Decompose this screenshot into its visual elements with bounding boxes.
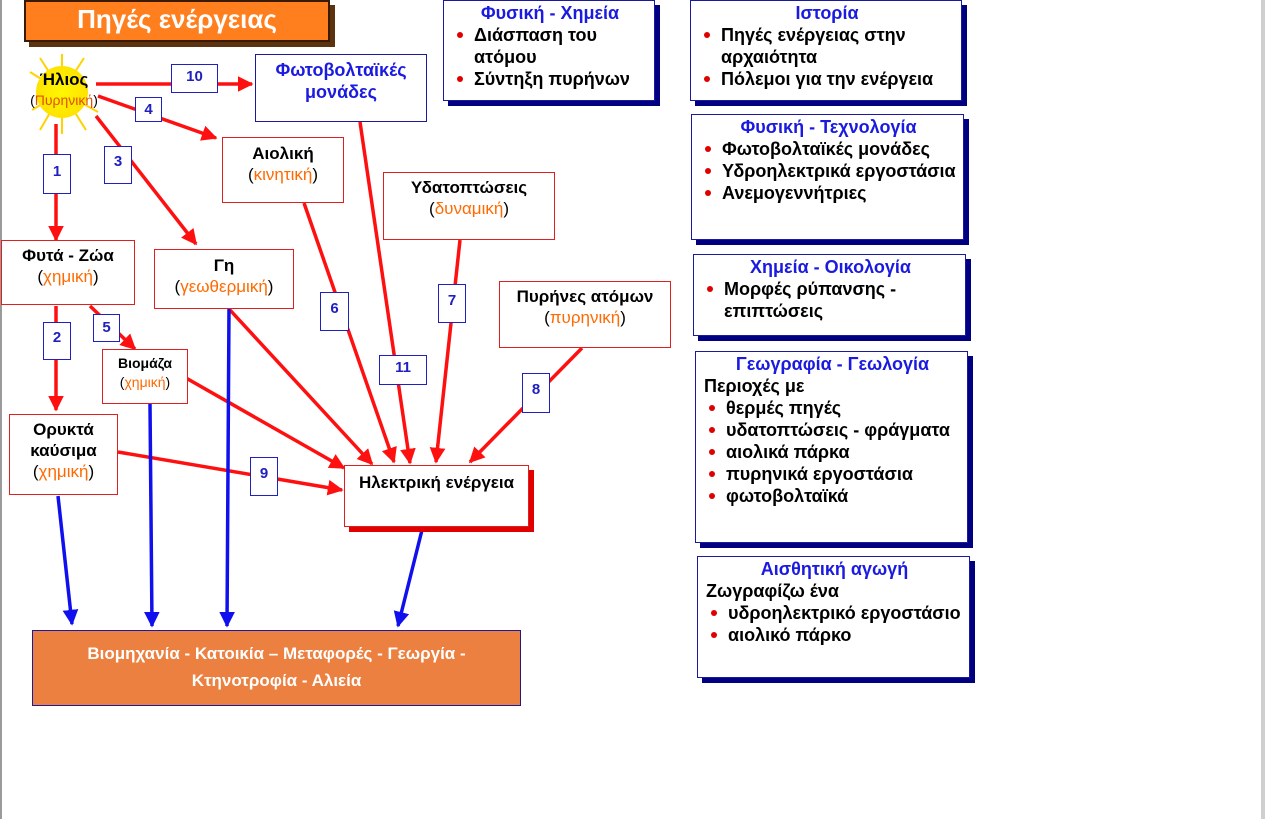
panel-chemistry-ecology: Χημεία - Οικολογία Μορφές ρύπανσης - επι… <box>693 254 966 336</box>
step-number-3: 3 <box>104 146 132 184</box>
panel-list: Μορφές ρύπανσης - επιπτώσεις <box>702 278 959 322</box>
list-item: Μορφές ρύπανσης - επιπτώσεις <box>702 278 959 322</box>
panel-history: Ιστορία Πηγές ενέργειας στην αρχαιότητα … <box>690 0 962 101</box>
panel-aesthetic-education: Αισθητική αγωγή Ζωγραφίζω ένα υδροηλεκτρ… <box>697 556 970 678</box>
arrow-wind-electric <box>302 202 397 464</box>
list-item: υδατοπτώσεις - φράγματα <box>704 419 961 441</box>
biomass-energy-type: (χημική) <box>119 374 171 390</box>
biomass-node: Βιομάζα (χημική) <box>102 349 188 404</box>
arrow-biomass-electric <box>185 376 346 470</box>
fossil-fuels-node: Ορυκτά καύσιμα (χημική) <box>9 414 118 495</box>
wind-name: Αιολική <box>252 144 314 163</box>
step-number-5: 5 <box>93 314 120 342</box>
list-item: Υδροηλεκτρικά εργοστάσια <box>700 160 957 182</box>
fossil-energy-type: (χημική) <box>32 462 95 481</box>
plants-animals-node: Φυτά - Ζώα (χημική) <box>1 240 135 305</box>
photovoltaic-node: Φωτοβολταϊκές μονάδες <box>255 54 427 122</box>
panel-list: Φωτοβολταϊκές μονάδες Υδροηλεκτρικά εργο… <box>700 138 957 204</box>
right-scrollbar-edge <box>1261 0 1265 819</box>
arrow-earth-usage <box>219 307 235 628</box>
energy-usage-box: Βιομηχανία - Κατοικία – Μεταφορές - Γεωρ… <box>32 630 521 706</box>
arrow-photovoltaic-electric <box>358 121 416 465</box>
step-number-7: 7 <box>438 284 466 323</box>
nuclei-node: Πυρήνες ατόμων (πυρηνική) <box>499 281 671 348</box>
fossil-name: Ορυκτά καύσιμα <box>30 420 97 460</box>
arrow-biomass-usage <box>143 403 160 628</box>
panel-title: Ιστορία <box>795 3 859 23</box>
panel-title: Χημεία - Οικολογία <box>750 257 911 277</box>
panel-physics-technology: Φυσική - Τεχνολογία Φωτοβολταϊκές μονάδε… <box>691 114 964 240</box>
arrow-fossil-electric <box>117 450 344 496</box>
earth-energy-type: (γεωθερμική) <box>174 277 274 296</box>
list-item: Πόλεμοι για την ενέργεια <box>699 68 955 90</box>
biomass-name: Βιομάζα <box>118 355 172 371</box>
arrow-fossil-usage <box>56 495 79 626</box>
panel-list: Διάσπαση του ατόμου Σύντηξη πυρήνων <box>452 24 648 90</box>
blue-arrows <box>56 307 424 628</box>
earth-node: Γη (γεωθερμική) <box>154 249 294 309</box>
plants-name: Φυτά - Ζώα <box>22 246 114 265</box>
electric-energy-node: Ηλεκτρική ενέργεια <box>344 465 529 527</box>
list-item: αιολικά πάρκα <box>704 441 961 463</box>
arrow-electric-usage <box>393 529 424 628</box>
panel-physics-chemistry: Φυσική - Χημεία Διάσπαση του ατόμου Σύντ… <box>443 0 655 101</box>
step-number-10: 10 <box>171 64 218 93</box>
waterfalls-name: Υδατοπτώσεις <box>410 178 528 197</box>
panel-list: θερμές πηγές υδατοπτώσεις - φράγματα αιο… <box>704 397 961 507</box>
page-title: Πηγές ενέργειας <box>24 0 330 42</box>
panel-intro: Περιοχές με <box>704 376 805 396</box>
nuclei-name: Πυρήνες ατόμων <box>516 287 654 306</box>
waterfalls-energy-type: (δυναμική) <box>429 199 509 218</box>
list-item: Ανεμογεννήτριες <box>700 182 957 204</box>
plants-energy-type: (χημική) <box>37 267 99 286</box>
sun-node: Ήλιος (Πυρηνική) <box>22 70 106 110</box>
step-number-2: 2 <box>43 322 71 360</box>
sun-icon <box>36 66 88 118</box>
nuclei-energy-type: (πυρηνική) <box>544 308 626 327</box>
panel-geography-geology: Γεωγραφία - Γεωλογία Περιοχές με θερμές … <box>695 351 968 543</box>
wind-energy-type: (κινητική) <box>247 165 319 184</box>
arrow-earth-electric <box>228 308 374 466</box>
list-item: Πηγές ενέργειας στην αρχαιότητα <box>699 24 955 68</box>
step-number-8: 8 <box>522 373 550 413</box>
panel-title: Γεωγραφία - Γεωλογία <box>735 354 930 374</box>
list-item: θερμές πηγές <box>704 397 961 419</box>
step-number-9: 9 <box>250 457 278 496</box>
list-item: Διάσπαση του ατόμου <box>452 24 648 68</box>
list-item: αιολικό πάρκο <box>706 624 963 646</box>
list-item: πυρηνικά εργοστάσια <box>704 463 961 485</box>
step-number-1: 1 <box>43 154 71 194</box>
earth-name: Γη <box>213 256 235 275</box>
panel-title: Φυσική - Τεχνολογία <box>740 117 917 137</box>
panel-list: Πηγές ενέργειας στην αρχαιότητα Πόλεμοι … <box>699 24 955 90</box>
list-item: φωτοβολταϊκά <box>704 485 961 507</box>
panel-list: υδροηλεκτρικό εργοστάσιο αιολικό πάρκο <box>706 602 963 646</box>
sun-energy-type: (Πυρηνική) <box>30 92 98 108</box>
arrow-waterfalls-electric <box>429 239 462 464</box>
list-item: Φωτοβολταϊκές μονάδες <box>700 138 957 160</box>
list-item: υδροηλεκτρικό εργοστάσιο <box>706 602 963 624</box>
arrow-sun-earth <box>94 114 198 246</box>
list-item: Σύντηξη πυρήνων <box>452 68 648 90</box>
step-number-11: 11 <box>379 355 427 385</box>
waterfalls-node: Υδατοπτώσεις (δυναμική) <box>383 172 555 240</box>
panel-intro: Ζωγραφίζω ένα <box>706 581 839 601</box>
step-number-6: 6 <box>320 292 349 331</box>
step-number-4: 4 <box>135 97 162 122</box>
wind-node: Αιολική (κινητική) <box>222 137 344 203</box>
panel-title: Φυσική - Χημεία <box>480 3 620 23</box>
sun-name: Ήλιος <box>39 70 89 89</box>
left-frame-border <box>0 0 2 819</box>
panel-title: Αισθητική αγωγή <box>760 559 909 579</box>
